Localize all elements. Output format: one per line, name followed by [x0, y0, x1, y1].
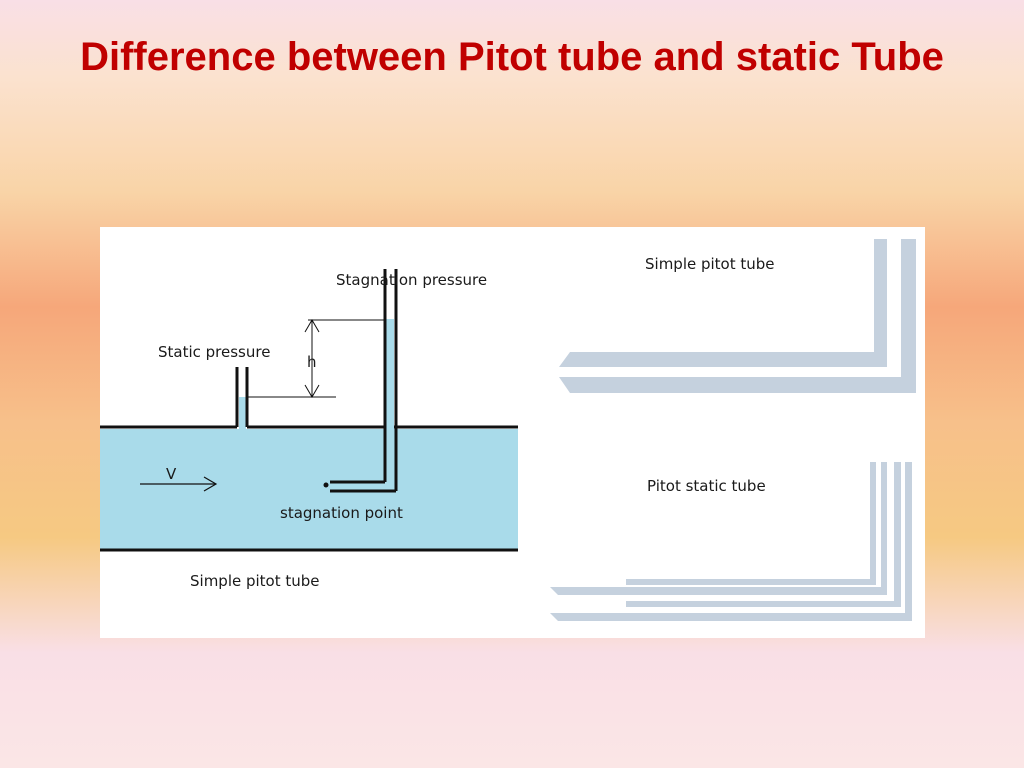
static-tube-fluid: [239, 397, 246, 429]
slide-title: Difference between Pitot tube and static…: [80, 35, 944, 79]
simple-pitot-label: Simple pitot tube: [645, 255, 775, 273]
simple-pitot-setup: Stagnation pressure Static pressure h V …: [100, 269, 518, 590]
h-arrow-down: [304, 384, 320, 398]
diagram-svg: Stagnation pressure Static pressure h V …: [100, 239, 916, 621]
stagnation-point-dot: [323, 482, 329, 488]
pitot-static-tube-illustration: Pitot static tube: [550, 462, 912, 621]
velocity-arrowhead: [203, 476, 218, 492]
left-caption: Simple pitot tube: [190, 572, 320, 590]
stagnation-point-label: stagnation point: [280, 504, 403, 522]
h-label: h: [307, 353, 317, 371]
pitot-inner-bend: [559, 239, 887, 367]
pitot-tube-fluid: [386, 319, 394, 487]
pitot-outer-bend: [559, 239, 916, 393]
h-arrow-up: [304, 319, 320, 333]
static-pressure-label: Static pressure: [158, 343, 270, 361]
pitot-static-label: Pitot static tube: [647, 477, 766, 495]
velocity-label: V: [166, 465, 177, 483]
stagnation-pressure-label: Stagnation pressure: [336, 271, 487, 289]
diagram-panel: Stagnation pressure Static pressure h V …: [100, 227, 925, 638]
water-flow: [100, 429, 518, 549]
simple-pitot-tube-illustration: Simple pitot tube: [559, 239, 916, 393]
